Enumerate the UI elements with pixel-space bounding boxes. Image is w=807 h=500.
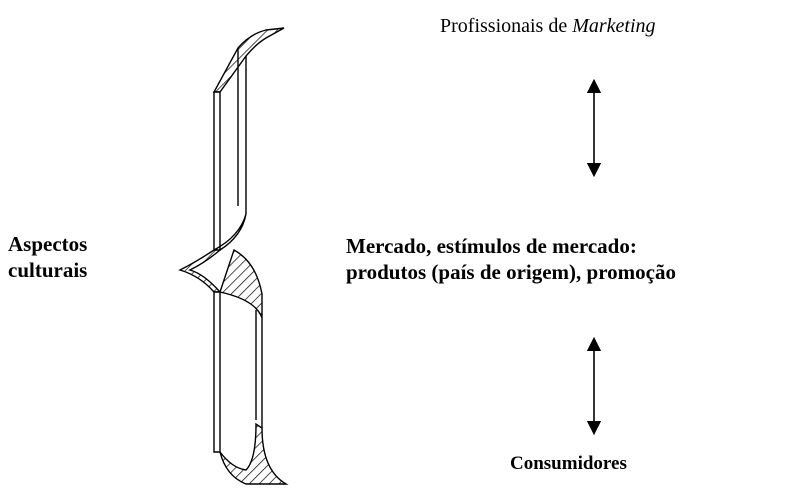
consumers-label: Consumidores	[510, 453, 627, 474]
brace-middle-belly	[219, 248, 263, 319]
marketing-professionals-prefix: Profissionais de	[440, 15, 573, 37]
market-stimuli-line1: Mercado, estímulos de mercado:	[346, 234, 637, 258]
cultural-aspects-line2: culturais	[8, 257, 88, 282]
brace-top-hook	[212, 27, 285, 93]
brace-lower-shaft	[213, 291, 221, 453]
curly-brace	[178, 27, 289, 485]
market-stimuli-line2: produtos (país de origem), promoção	[346, 259, 676, 284]
market-stimuli-label: Mercado, estímulos de mercado: produtos …	[346, 234, 676, 285]
marketing-professionals-emphasis: Marketing	[572, 15, 656, 37]
cultural-aspects-line1: Aspectos	[8, 232, 88, 256]
cultural-aspects-label: Aspectos culturais	[8, 232, 87, 283]
marketing-professionals-label: Profissionais de Marketing	[440, 14, 656, 38]
brace-lower-shaft-edge	[255, 310, 263, 428]
brace-upper-shaft	[213, 91, 221, 251]
brace-upper-shaft-edge	[237, 48, 247, 214]
brace-bottom-hook	[219, 422, 289, 485]
